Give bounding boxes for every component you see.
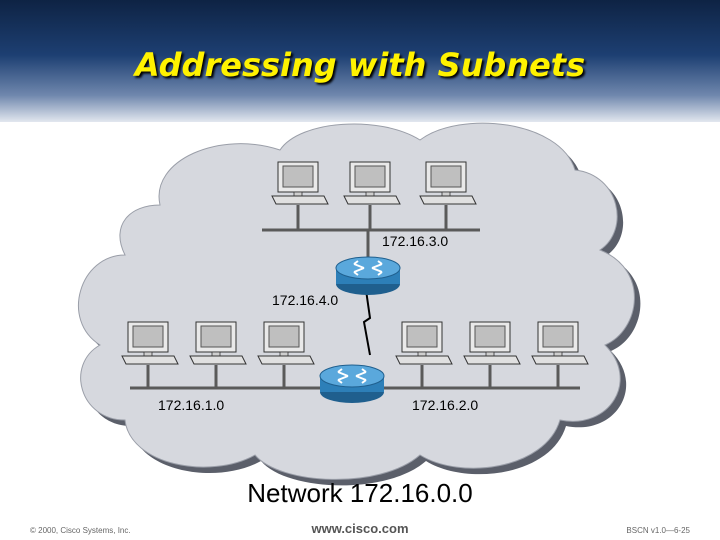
- label-right-lan: 172.16.2.0: [412, 397, 478, 413]
- footer-url: www.cisco.com: [311, 521, 409, 536]
- label-serial-link: 172.16.4.0: [272, 292, 338, 308]
- label-left-lan: 172.16.1.0: [158, 397, 224, 413]
- label-top-lan: 172.16.3.0: [382, 233, 448, 249]
- footer-slide-ref: BSCN v1.0—6-25: [626, 526, 690, 535]
- serial-link: [362, 289, 372, 356]
- router-top-icon: [335, 256, 401, 296]
- router-bottom-icon: [319, 364, 385, 404]
- network-caption: Network 172.16.0.0: [247, 478, 473, 508]
- top-lan-segment: [262, 205, 480, 262]
- footer-copyright: © 2000, Cisco Systems, Inc.: [30, 526, 131, 535]
- cloud-shape: [77, 122, 641, 486]
- header-banner: [0, 0, 720, 122]
- slide-title: Addressing with Subnets: [134, 46, 586, 84]
